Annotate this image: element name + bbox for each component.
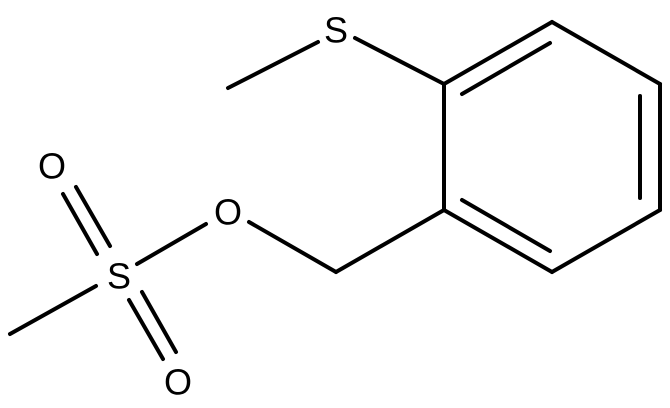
atom-sulfonyl-o-top: O	[38, 146, 66, 187]
atom-sulfonyl-o-bottom: O	[164, 362, 192, 403]
ring-inner-double-bond-3	[460, 198, 552, 253]
benzene-ring	[442, 20, 662, 274]
bond-sulfonyl-s-to-methyl	[8, 284, 98, 336]
bond-ester-o-to-sulfonyl-s	[135, 222, 208, 266]
bond-sulfonyl-s-to-o-bottom-a	[127, 298, 165, 361]
bond-sulfonyl-s-to-o-top-b	[74, 185, 112, 248]
ring-bond-c1-c2	[442, 20, 554, 86]
ring-inner-double-bond-1	[460, 41, 552, 96]
bond-ring-to-ch2	[334, 208, 446, 274]
ring-bond-c2-c3	[550, 20, 662, 86]
atom-ester-o: O	[214, 192, 242, 233]
bond-ring-to-thioether-s	[353, 36, 446, 86]
atom-methylthio-s: S	[324, 10, 348, 51]
bond-sulfonyl-s-to-o-bottom-b	[140, 290, 178, 354]
atom-sulfonyl-s: S	[107, 256, 131, 297]
ring-bond-c4-c5	[550, 208, 662, 274]
bond-sulfonyl-s-to-o-top-a	[61, 192, 99, 256]
bond-thioether-s-to-methyl	[226, 40, 320, 90]
ring-bond-c5-c6	[442, 208, 554, 274]
bond-ch2-to-ester-o	[247, 220, 338, 274]
